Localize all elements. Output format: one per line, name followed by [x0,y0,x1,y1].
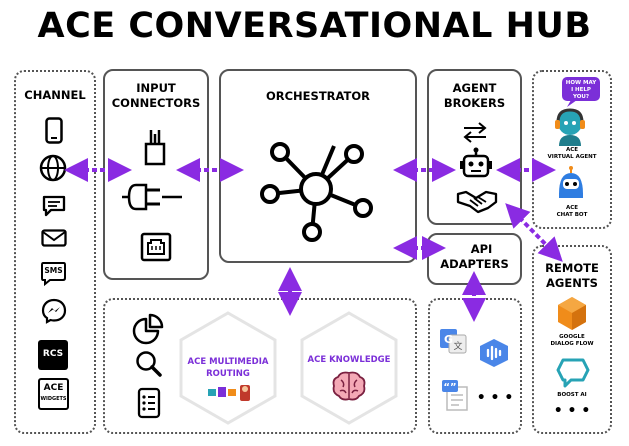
dialogflow-icon [558,297,586,330]
bubble-line-1: HOW MAY [565,80,597,86]
chat-bot-icon [559,166,583,198]
agent-brokers-heading-2: BROKERS [443,96,506,110]
api-adapters-heading-2: ADAPTERS [440,257,509,271]
chat-bot-label-1: ACE [565,205,579,211]
speech-bubble-icon [562,77,600,107]
svg-text:“”: “” [443,382,456,393]
multimedia-routing-label-1: ACE MULTIMEDIA [187,357,269,367]
knowledge-label: ACE KNOWLEDGE [307,355,391,365]
input-connectors-heading-2: CONNECTORS [111,96,201,110]
virtual-agent-icon [555,108,585,146]
translate-icon: G文 [440,329,467,354]
ethernet-port-icon [140,232,172,262]
dialogflow-label-1: GOOGLE [559,334,585,340]
remote-more-dots: • • • [553,403,591,419]
natural-language-icon: “” [442,380,468,411]
svg-text:G: G [444,333,453,346]
ace-widgets-badge [38,378,69,410]
bubble-line-2: I HELP [571,87,591,93]
network-hub-icon [260,142,373,242]
chat-bot-label-2: CHAT BOT [556,212,588,218]
pie-chart-icon [132,313,164,345]
boost-ai-icon [556,358,590,388]
plug-connector-icon [144,130,166,166]
remote-agents-heading-1: REMOTE [545,261,599,275]
email-icon [41,229,67,247]
dialogflow-label-2: DIALOG FLOW [550,341,594,347]
channel-heading: CHANNEL [24,88,86,102]
sms-label: SMS [44,266,63,275]
sms-icon [41,262,66,287]
api-more-dots: • • • [476,390,514,406]
rcs-badge [38,340,68,370]
channel-panel [14,70,96,434]
agent-brokers-panel [427,69,522,225]
orchestrator-heading: ORCHESTRATOR [265,89,371,103]
power-plug-icon [122,183,182,211]
ace-widgets-label-2: WIDGETS [40,396,67,402]
boost-ai-label: BOOST AI [557,392,587,398]
knowledge-hexagon [300,311,398,425]
chat-message-icon [42,195,66,217]
magnifier-icon [136,351,162,377]
robot-icon [460,147,492,178]
handshake-icon [456,190,498,214]
bubble-line-3: YOU? [572,94,590,100]
multimedia-routing-hexagon [179,311,277,425]
swap-arrows-icon [463,122,487,143]
speech-api-icon [480,339,508,367]
rcs-label: RCS [42,349,64,359]
remote-agents-panel [532,245,612,434]
svg-text:文: 文 [453,340,462,352]
virtual-agent-label-2: VIRTUAL AGENT [547,154,597,160]
multimedia-illustration-icon [208,385,250,401]
agents-panel [532,70,612,229]
messenger-icon [41,298,67,324]
remote-agents-heading-2: AGENTS [546,276,598,290]
services-panel [103,298,417,434]
multimedia-routing-label-2: ROUTING [206,369,250,379]
api-adapters-heading-1: API [470,242,493,256]
virtual-agent-label-1: ACE [565,147,579,153]
arrow-brokers-remote [505,203,563,262]
input-connectors-heading-1: INPUT [136,81,176,95]
ace-widgets-label-1: ACE [43,383,64,393]
brain-icon [332,371,366,401]
agent-brokers-heading-1: AGENT [452,81,497,95]
mobile-phone-icon [45,117,63,144]
page-title: ACE CONVERSATIONAL HUB [37,6,592,46]
checklist-icon [137,387,161,419]
